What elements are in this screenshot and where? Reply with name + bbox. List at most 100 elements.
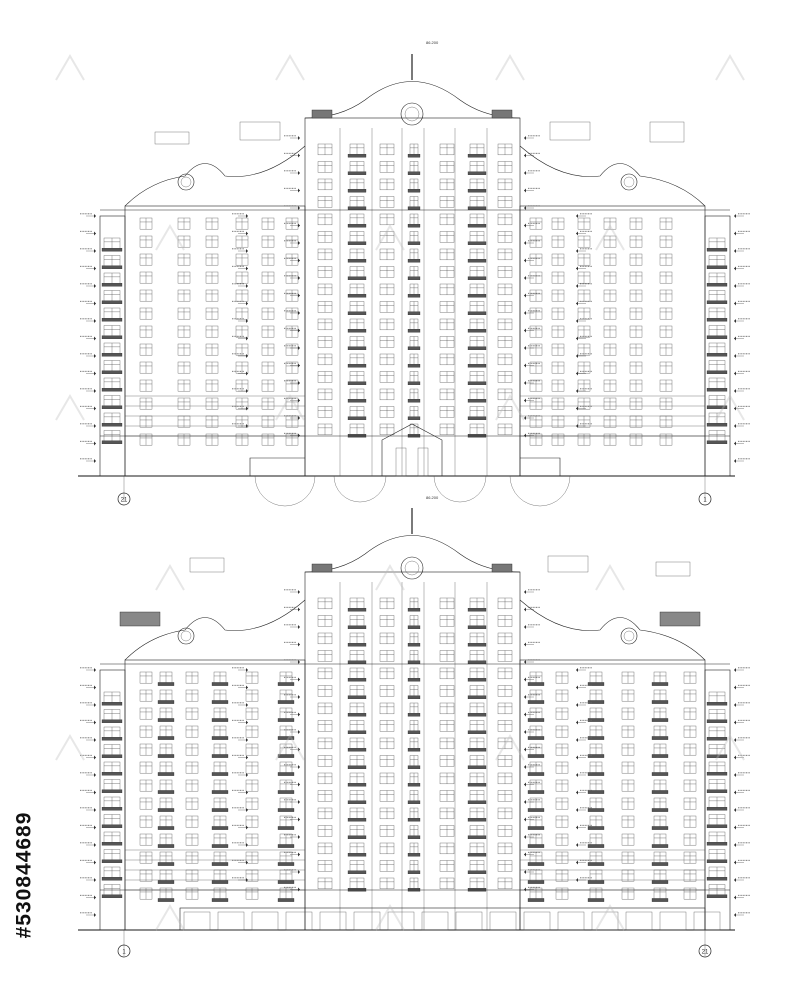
balcony-rail [587,808,605,812]
garage-door [285,911,313,931]
curved-gable [519,145,706,207]
balcony-rail [157,880,175,884]
balcony-rail [101,877,123,881]
watermark-logo [155,224,185,251]
balcony-rail [527,880,545,884]
balcony-rail [347,346,367,350]
balcony-rail [407,800,421,805]
balcony-rail [347,328,367,333]
balcony-rail [587,772,605,776]
balcony-rail [157,682,175,686]
balcony-rail [467,188,487,193]
balcony-rail [101,422,123,427]
balcony-rail [527,772,545,776]
watermark-logo [495,394,525,421]
rooftop-structure [189,557,225,573]
balcony-rail [651,880,669,884]
balcony-rail [407,748,421,752]
balcony-rail [101,352,123,357]
watermark-logo [715,54,745,81]
balcony-rail [277,826,295,830]
watermark-logo [275,734,305,761]
balcony-rail [157,808,175,812]
balcony-rail [101,387,123,392]
watermark-logo [55,734,85,761]
balcony-rail [407,381,421,385]
balcony-rail [157,844,175,848]
balcony-rail [467,713,487,717]
balcony-rail [467,293,487,298]
balcony-rail [467,853,487,857]
balcony-rail [347,381,367,385]
balcony-rail [407,223,421,228]
balcony-rail [706,842,728,846]
balcony-rail [706,789,728,794]
watermark-logo [375,224,405,251]
balcony-rail [407,765,421,770]
balcony-rail [587,898,605,902]
svg-text:21: 21 [121,498,128,504]
balcony-rail [527,790,545,794]
balcony-rail [407,241,421,245]
balcony-rail [527,862,545,866]
balcony-rail [407,870,421,875]
balcony-rail [407,398,421,403]
balcony-rail [407,276,421,280]
balcony-rail [211,700,229,704]
balcony-rail [467,381,487,385]
garage-door [353,911,381,931]
right-tower [704,215,731,477]
balcony-rail [651,826,669,830]
grid-axis-marker-left: 21 [117,492,131,506]
balcony-rail [467,730,487,735]
ornament [659,611,701,627]
balcony-rail [467,363,487,368]
balcony-rail [101,370,123,374]
balcony-rail [467,416,487,420]
balcony-rail [467,206,487,210]
watermark-logo-pattern [55,54,745,931]
balcony-rail [467,241,487,245]
watermark-logo [495,734,525,761]
grid-axis-marker-right: 1 [698,492,712,506]
balcony-rail [211,754,229,758]
balcony-rail [101,335,123,339]
balcony-rail [347,765,367,770]
balcony-rail [706,440,728,444]
balcony-rail [651,898,669,902]
balcony-rail [347,625,367,630]
balcony-rail [211,880,229,884]
watermark-logo [375,904,405,931]
balcony-rail [706,877,728,881]
balcony-rail [347,241,367,245]
balcony-rail [587,844,605,848]
oculus-window [620,627,638,645]
curved-gable [124,145,306,207]
balcony-rail [407,188,421,193]
stock-id-label: #530844689 [12,811,36,939]
spire-height-mark: 86.200 [426,495,439,500]
balcony-rail [407,853,421,857]
balcony-rail [277,754,295,758]
balcony-rail [101,807,123,811]
balcony-rail [101,719,123,724]
garage-door [489,911,517,931]
balcony-rail [347,695,367,700]
balcony-rail [277,682,295,686]
balcony-rail [157,718,175,722]
garage-door [693,911,721,931]
balcony-rail [467,625,487,630]
watermark-logo [55,54,85,81]
balcony-rail [347,678,367,682]
balcony-rail [347,730,367,735]
balcony-rail [587,790,605,794]
balcony-rail [527,682,545,686]
garage-door [625,911,653,931]
ornament [311,563,333,573]
balcony-rail [527,700,545,704]
balcony-rail [706,894,728,899]
svg-text:1: 1 [703,498,707,504]
balcony-rail [407,835,421,840]
balcony-rail [587,862,605,866]
